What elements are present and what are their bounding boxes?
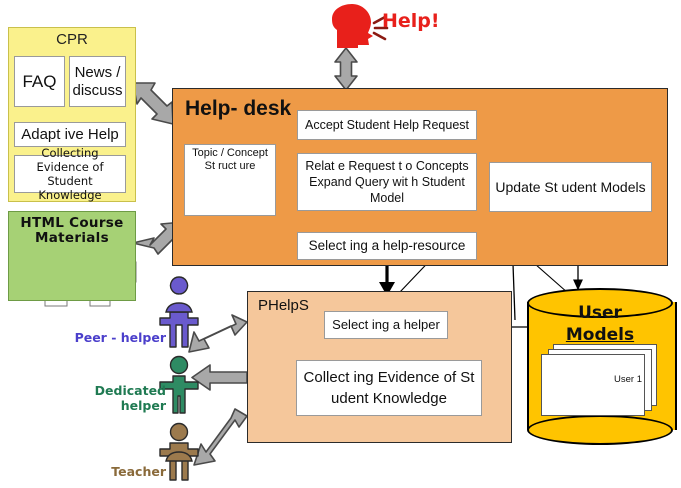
html-course-title: HTML Course Materials [20, 215, 124, 246]
shouting-head-icon [332, 4, 389, 48]
cpr-box-faq[interactable]: FAQ [14, 56, 65, 107]
topic-concept-structure-box[interactable]: Topic / Concept St ruct ure [184, 144, 276, 216]
cpr-box-news[interactable]: News / discuss [69, 56, 126, 107]
helpdesk-box-select-resource[interactable]: Select ing a help-resource [297, 232, 477, 260]
topic-structure-line2: St ruct ure [204, 160, 256, 172]
cpr-box-adaptive-help[interactable]: Adapt ive Help [14, 122, 126, 147]
phelps-box-select-helper[interactable]: Select ing a helper [324, 311, 448, 339]
user-model-card-label: User 1 [614, 374, 642, 385]
phelps-box-collecting-evidence[interactable]: Collect ing Evidence of St udent Knowled… [296, 360, 482, 416]
cpr-title: CPR [56, 31, 88, 48]
user-models-label: User Models [527, 302, 673, 346]
helper-label-peer: Peer - helper [74, 330, 166, 345]
html-course-panel[interactable]: HTML Course Materials [8, 211, 136, 301]
helper-arrows [188, 314, 248, 466]
helpdesk-box-relate-request[interactable]: Relat e Request t o Concepts Expand Quer… [297, 153, 477, 211]
helpdesk-box-update-models[interactable]: Update St udent Models [489, 162, 652, 212]
help-request-arrow [334, 47, 358, 91]
cpr-helpdesk-arrow [132, 82, 174, 125]
cylinder-bottom [527, 415, 673, 445]
topic-structure-line1: Topic / Concept [192, 147, 268, 159]
helper-label-dedicated: Dedicated helper [94, 383, 166, 413]
cylinder-top [527, 288, 673, 318]
user-models-line1: User [578, 303, 622, 323]
user-model-card-front[interactable] [541, 354, 645, 416]
helpdesk-box-accept-request[interactable]: Accept Student Help Request [297, 110, 477, 140]
person-icon-teacher [159, 422, 199, 481]
user-models-line2: Models [565, 325, 635, 345]
person-icon-peer [159, 276, 199, 348]
phelps-title: PHelpS [258, 297, 309, 314]
helper-label-teacher: Teacher [111, 464, 166, 479]
help-label: Help! [382, 10, 440, 32]
person-icon-dedicated [159, 355, 199, 414]
helpdesk-title: Help- desk [185, 97, 292, 120]
